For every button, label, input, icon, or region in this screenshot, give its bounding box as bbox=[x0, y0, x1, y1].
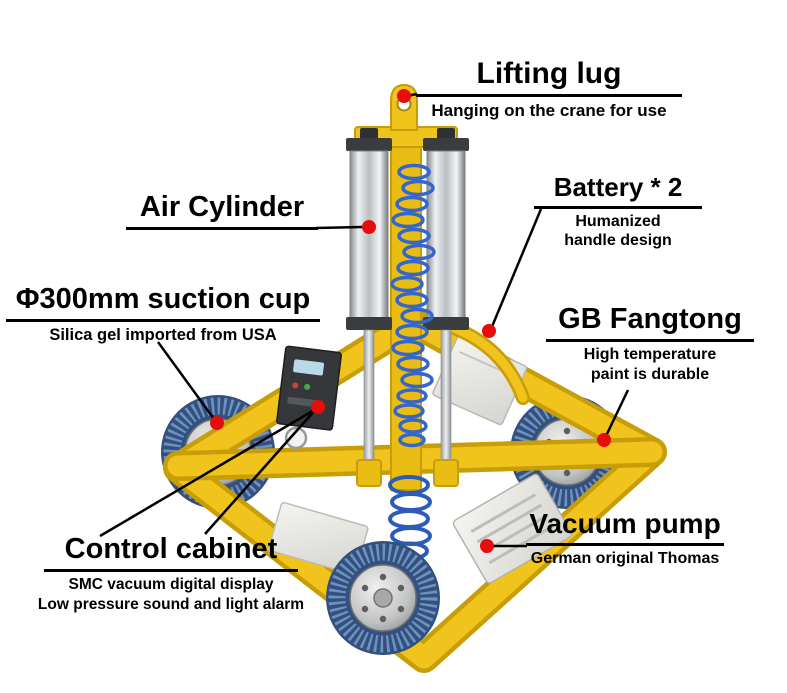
annotation-suction-cup: Φ300mm suction cup Silica gel imported f… bbox=[6, 284, 320, 345]
spiral-hose bbox=[390, 163, 436, 448]
annotation-vacuum-pump: Vacuum pump German original Thomas bbox=[526, 509, 724, 569]
annotation-gb-fangtong: GB Fangtong High temperature paint is du… bbox=[546, 304, 754, 384]
fitting-right bbox=[437, 128, 455, 139]
annotation-title-control-cabinet: Control cabinet bbox=[44, 534, 298, 572]
marker-battery bbox=[482, 324, 496, 338]
annotation-title-battery: Battery * 2 bbox=[534, 173, 702, 209]
annotation-subtitle-gb-fangtong-2: paint is durable bbox=[590, 365, 710, 383]
fitting-left bbox=[360, 128, 378, 139]
marker-vacuum-pump bbox=[480, 539, 494, 553]
annotation-subtitle-control-cabinet-2: Low pressure sound and light alarm bbox=[37, 596, 305, 614]
marker-control-cabinet bbox=[311, 400, 325, 414]
marker-gb-fangtong bbox=[597, 433, 611, 447]
annotation-subtitle-vacuum-pump: German original Thomas bbox=[530, 549, 720, 567]
leader-lines bbox=[99, 92, 630, 548]
annotation-subtitle-battery-2: handle design bbox=[564, 232, 672, 250]
annotation-control-cabinet: Control cabinet SMC vacuum digital displ… bbox=[38, 534, 304, 614]
annotation-title-gb-fangtong: GB Fangtong bbox=[546, 304, 754, 342]
marker-air-cylinder bbox=[362, 220, 376, 234]
control-cabinet-box bbox=[276, 345, 342, 431]
suction-cup-bottom bbox=[326, 541, 440, 655]
annotation-subtitle-gb-fangtong-1: High temperature bbox=[583, 345, 717, 363]
annotation-title-vacuum-pump: Vacuum pump bbox=[526, 509, 724, 546]
marker-suction-cup bbox=[210, 416, 224, 430]
marker-lifting-lug bbox=[397, 89, 411, 103]
air-cylinder-right bbox=[423, 138, 469, 487]
annotation-air-cylinder: Air Cylinder bbox=[126, 192, 318, 230]
air-cylinder-left bbox=[346, 138, 392, 487]
annotation-subtitle-suction-cup: Silica gel imported from USA bbox=[49, 325, 277, 344]
annotation-battery: Battery * 2 Humanized handle design bbox=[534, 173, 702, 251]
marker-dots bbox=[210, 89, 611, 553]
annotation-subtitle-lifting-lug: Hanging on the crane for use bbox=[431, 100, 667, 120]
annotation-title-lifting-lug: Lifting lug bbox=[416, 58, 682, 97]
annotation-title-suction-cup: Φ300mm suction cup bbox=[6, 284, 320, 322]
annotation-subtitle-battery-1: Humanized bbox=[575, 212, 661, 230]
annotation-subtitle-control-cabinet-1: SMC vacuum digital display bbox=[68, 575, 274, 593]
annotation-title-air-cylinder: Air Cylinder bbox=[126, 192, 318, 230]
annotation-lifting-lug: Lifting lug Hanging on the crane for use bbox=[416, 58, 682, 121]
vacuum-gauge bbox=[284, 426, 308, 450]
